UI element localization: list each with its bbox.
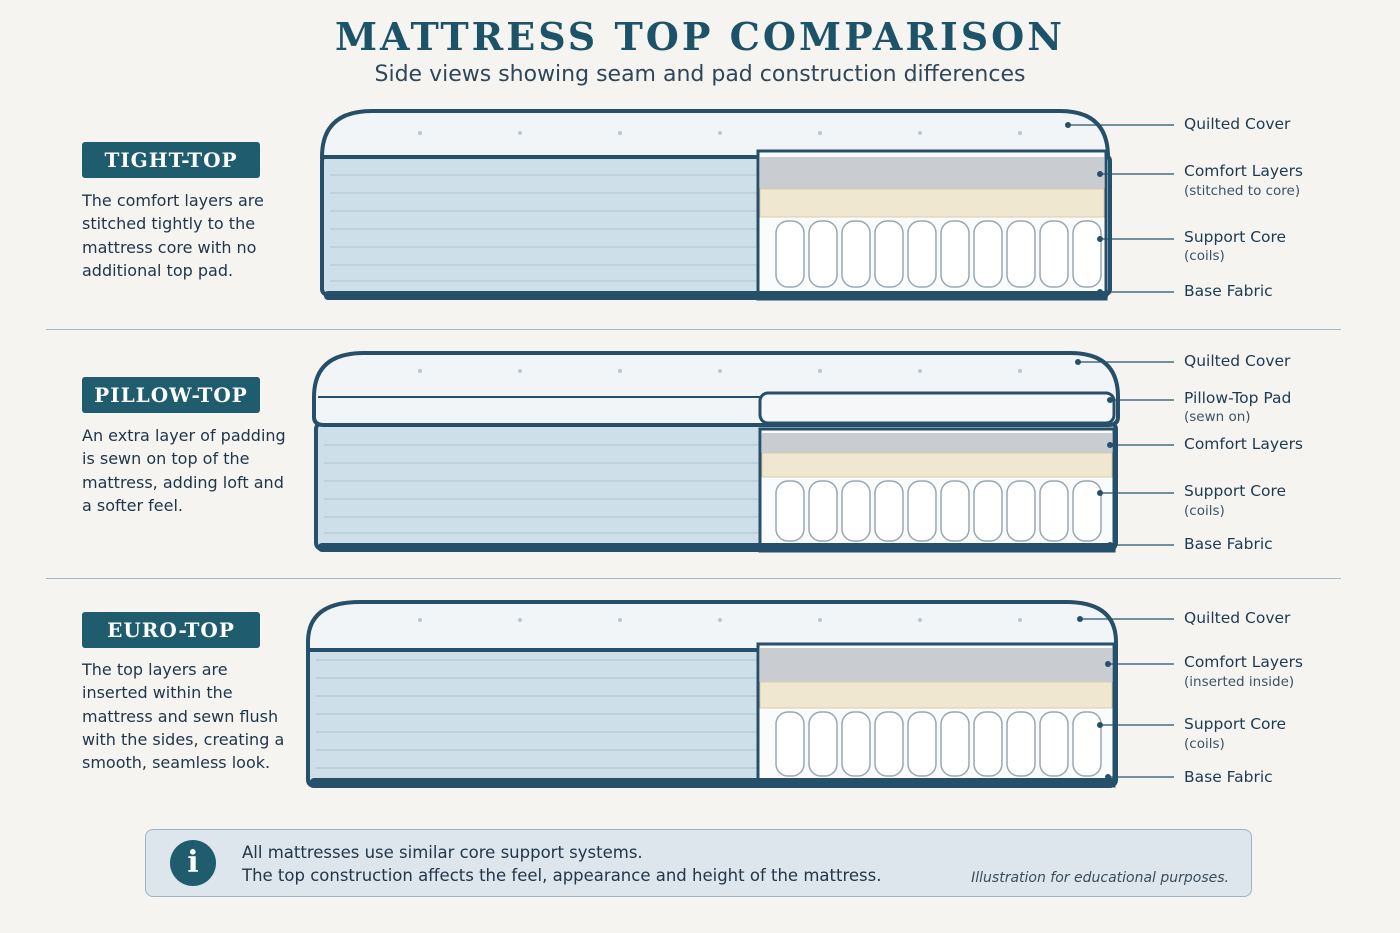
description-tight-top: The comfort layers are stitched tightly … <box>82 191 264 280</box>
section-pillow-top: PILLOW-TOP An extra layer of padding is … <box>0 335 1400 575</box>
badge-pillow-top: PILLOW-TOP <box>82 377 260 413</box>
latex-layer <box>759 681 1113 709</box>
callout-comfort-layers: Comfort Layers <box>1184 162 1304 180</box>
callout-comfort-layers: Comfort Layers <box>1184 435 1304 453</box>
callout-pillow-top-pad-sub: (sewn on) <box>1184 409 1251 425</box>
callout-quilted-cover: Quilted Cover <box>1184 115 1291 133</box>
page-subtitle: Side views showing seam and pad construc… <box>374 62 1026 87</box>
callout-support-core-sub: (coils) <box>1184 503 1225 519</box>
base-fabric <box>310 778 1116 787</box>
base-fabric <box>324 291 1108 300</box>
quilted-top <box>319 109 1111 159</box>
callout-support-core: Support Core <box>1184 482 1287 500</box>
callout-support-core: Support Core <box>1184 715 1287 733</box>
description-euro-top: The top layers are inserted within the m… <box>82 660 285 773</box>
info-line-2: The top construction affects the feel, a… <box>242 866 882 885</box>
section-euro-top: EURO-TOP The top layers are inserted wit… <box>0 584 1400 824</box>
callout-comfort-layers: Comfort Layers <box>1184 653 1304 671</box>
pillow-top-illustration <box>312 351 1174 553</box>
latex-layer <box>761 452 1113 478</box>
disclaimer-note: Illustration for educational purposes. <box>971 870 1229 886</box>
info-line-1: All mattresses use similar core support … <box>242 843 643 862</box>
description-pillow-top: An extra layer of padding is sewn on top… <box>82 426 286 515</box>
comfort-foam <box>760 648 1112 682</box>
callout-base-fabric: Base Fabric <box>1184 768 1273 786</box>
quilted-top <box>306 600 1118 652</box>
badge-tight-top: TIGHT-TOP <box>82 142 260 178</box>
pad-cutaway <box>758 391 1116 425</box>
callout-quilted-cover: Quilted Cover <box>1184 609 1291 627</box>
euro-top-illustration <box>306 600 1174 788</box>
info-icon: i <box>170 840 216 886</box>
callout-pillow-top-pad: Pillow-Top Pad <box>1184 389 1292 407</box>
badge-euro-top: EURO-TOP <box>82 612 260 648</box>
callout-comfort-layers-sub: (inserted inside) <box>1184 674 1295 690</box>
callout-base-fabric: Base Fabric <box>1184 282 1273 300</box>
callout-support-core-sub: (coils) <box>1184 248 1225 264</box>
callout-support-core-sub: (coils) <box>1184 736 1225 752</box>
comfort-foam <box>760 157 1104 189</box>
info-box: i All mattresses use similar core suppor… <box>145 829 1252 897</box>
callout-quilted-cover: Quilted Cover <box>1184 352 1291 370</box>
callout-base-fabric: Base Fabric <box>1184 535 1273 553</box>
comfort-foam <box>762 433 1112 453</box>
base-fabric <box>318 543 1116 552</box>
section-divider <box>46 329 1341 330</box>
page-title: MATTRESS TOP COMPARISON <box>334 14 1065 59</box>
section-tight-top: TIGHT-TOP The comfort layers are stitche… <box>0 95 1400 335</box>
tight-top-illustration <box>319 109 1174 301</box>
callout-support-core: Support Core <box>1184 228 1287 246</box>
section-divider <box>46 578 1341 579</box>
callout-comfort-layers-sub: (stitched to core) <box>1184 183 1301 199</box>
latex-layer <box>759 188 1105 218</box>
